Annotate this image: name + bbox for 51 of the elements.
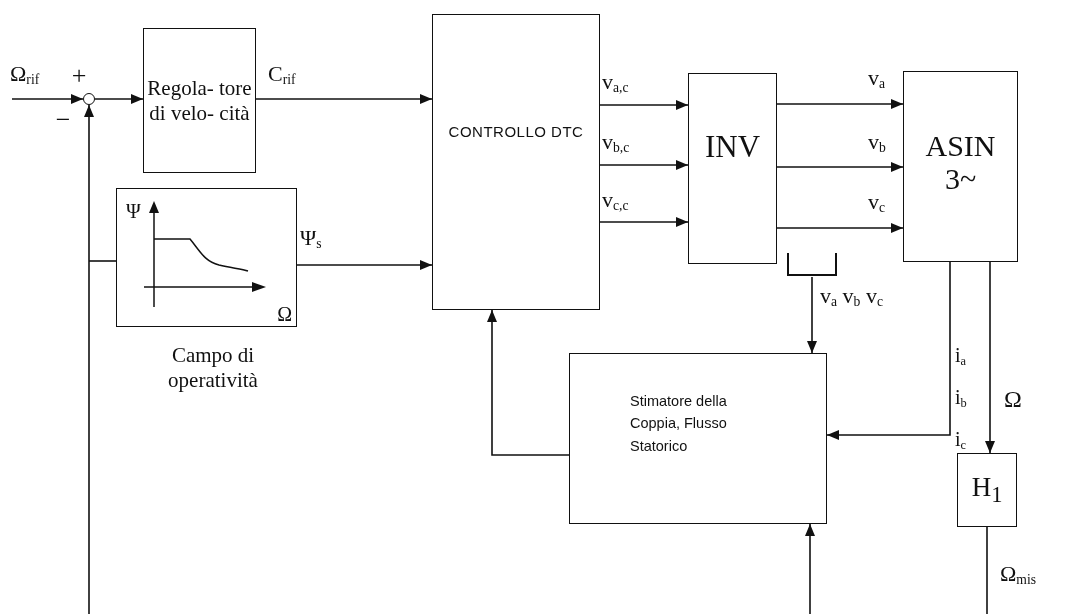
block-label: ASIN 3~ (924, 129, 997, 195)
block-box (903, 71, 1018, 262)
signal-label: Ω$_{rif}$ (10, 62, 40, 88)
sign-label: − (54, 104, 72, 136)
axis-label: Ψ (126, 201, 141, 221)
signal-label: v$_{a,c}$ (602, 70, 629, 96)
arrow (599, 217, 689, 227)
arrow (776, 223, 904, 233)
block-label: Stimatore della Coppia, Flusso Statorico (630, 392, 728, 456)
arrow (599, 160, 689, 170)
characteristic-box (116, 188, 297, 327)
arrow (807, 276, 817, 354)
signal-label: v$_{c,c}$ (602, 188, 629, 214)
arrow (805, 523, 815, 614)
signal-label: i$_{a}$ i$_{b}$ i$_{c}$ (955, 343, 968, 455)
arrow (599, 100, 689, 110)
signal-label: Ω$_{mis}$ (1000, 562, 1037, 588)
block-label: CONTROLLO DTC (448, 122, 584, 142)
block-label: INV (704, 131, 761, 162)
bracket (786, 253, 838, 277)
block-box (143, 28, 256, 173)
signal-label: v$_{c}$ (868, 190, 886, 216)
signal-label: v$_{b,c}$ (602, 130, 630, 156)
block-box (569, 353, 827, 524)
block-box (688, 73, 777, 264)
block-label: Regola- tore di velo- cità (146, 75, 253, 126)
arrow (985, 261, 995, 454)
arrow (826, 261, 951, 440)
signal-label: v$_{b}$ (868, 130, 886, 156)
arrow (255, 94, 433, 104)
block-label: H$_{1}$ (971, 473, 1003, 507)
block-box (432, 14, 600, 310)
signal-label: v$_{a}$ v$_{b}$ v$_{c}$ (820, 284, 883, 310)
signal-label: Ψ$_{s}$ (300, 226, 322, 252)
arrow (11, 94, 84, 104)
arrow (487, 309, 570, 456)
arrow (776, 99, 904, 109)
block-box (957, 453, 1017, 527)
arrow (84, 104, 94, 614)
sign-label: + (70, 60, 88, 92)
connector-line (88, 260, 117, 262)
connector-line (986, 526, 988, 614)
arrow (296, 260, 433, 270)
signal-label: Ω (1004, 386, 1022, 413)
arrow (776, 162, 904, 172)
arrow (94, 94, 144, 104)
block-caption: Campo di operatività (167, 343, 259, 394)
summing-junction (83, 93, 95, 105)
signal-label: v$_{a}$ (868, 66, 886, 92)
axis-label: Ω (277, 304, 292, 324)
signal-label: C$_{rif}$ (268, 62, 296, 88)
